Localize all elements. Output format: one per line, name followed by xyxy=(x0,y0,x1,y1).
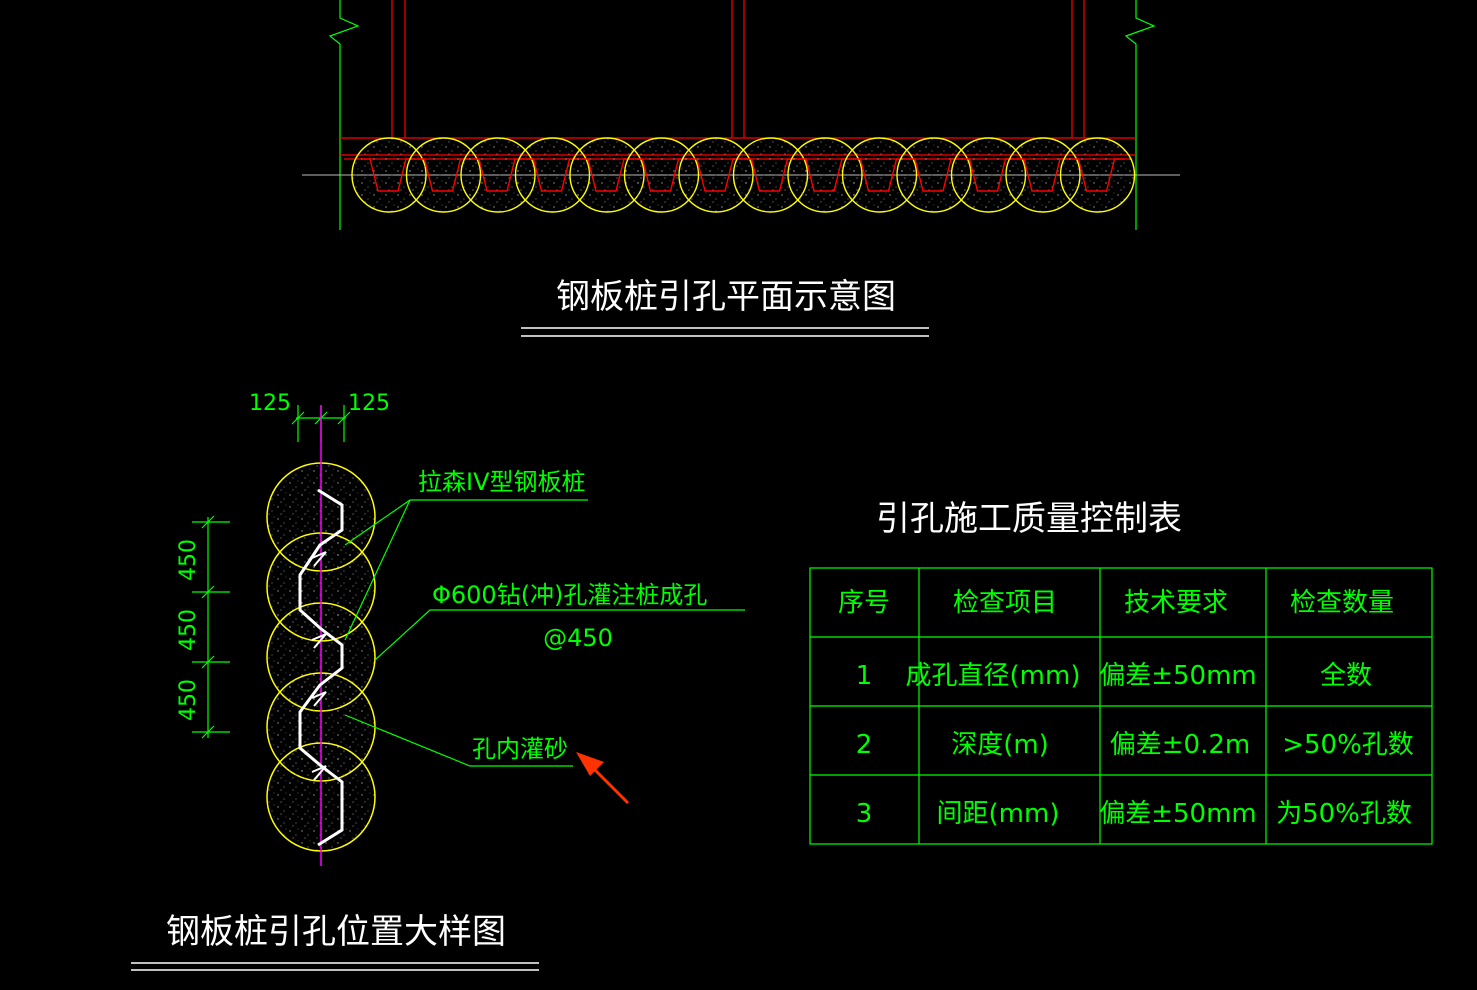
table-header-cell: 序号 xyxy=(838,588,890,618)
table-cell: 全数 xyxy=(1320,661,1372,691)
label-spacing: @450 xyxy=(543,624,613,652)
plan-sheet-pile xyxy=(580,158,634,192)
table-cell: 偏差±50mm xyxy=(1099,799,1257,829)
plan-sheet-pile xyxy=(1070,158,1125,192)
table-cell: 3 xyxy=(856,799,873,829)
table-header-cell: 检查数量 xyxy=(1290,588,1394,618)
plan-sheet-pile xyxy=(852,158,907,192)
plan-sheet-pile xyxy=(471,158,525,192)
table-cell: 间距(mm) xyxy=(937,799,1060,829)
dim-vertical-3: 450 xyxy=(176,679,201,721)
table-cell: 偏差±0.2m xyxy=(1110,730,1250,760)
vertical-dimension xyxy=(192,515,230,739)
plan-view: 钢板桩引孔平面示意图 xyxy=(302,0,1180,337)
sheet-pile-lock xyxy=(311,551,327,781)
plan-sheet-pile xyxy=(743,158,798,192)
red-arrow-icon xyxy=(576,752,630,805)
plan-sheet-pile xyxy=(689,158,743,192)
wall-lines xyxy=(340,0,1136,160)
break-line-right xyxy=(1124,0,1156,230)
table-cell: 2 xyxy=(856,730,873,760)
table-grid xyxy=(809,567,1433,845)
detail-title: 钢板桩引孔位置大样图 xyxy=(166,912,506,952)
detail-view: 125 125 450 450 450 xyxy=(131,391,745,971)
table-cell: 偏差±50mm xyxy=(1099,661,1257,691)
table-cell: 1 xyxy=(856,661,873,691)
table-header-cell: 检查项目 xyxy=(953,588,1057,618)
dim-vertical-1: 450 xyxy=(176,539,201,581)
dim-left-label: 125 xyxy=(249,391,291,416)
plan-hole-row xyxy=(351,137,1136,213)
plan-sheet-pile xyxy=(416,158,471,192)
label-sheet-pile: 拉森IV型钢板桩 xyxy=(418,468,586,496)
plan-sheet-pile xyxy=(362,158,416,192)
plan-sheet-pile xyxy=(525,158,580,192)
plan-sheet-pile xyxy=(798,158,852,192)
table-cell: >50%孔数 xyxy=(1282,730,1414,760)
plan-sheet-pile xyxy=(961,158,1016,192)
plan-title: 钢板桩引孔平面示意图 xyxy=(556,277,896,317)
plan-sheet-pile xyxy=(634,158,689,192)
label-bored-hole: Φ600钻(冲)孔灌注桩成孔 xyxy=(432,581,707,609)
table-cell: 为50%孔数 xyxy=(1276,799,1412,829)
dim-right-label: 125 xyxy=(348,391,390,416)
sheet-pile-profile xyxy=(298,488,344,847)
table-title: 引孔施工质量控制表 xyxy=(876,499,1182,539)
table-header-cell: 技术要求 xyxy=(1124,588,1228,618)
dim-vertical-2: 450 xyxy=(176,609,201,651)
plan-sheet-pile xyxy=(1016,158,1070,192)
plan-sheet-pile xyxy=(907,158,961,192)
quality-table: 引孔施工质量控制表 序号 检查项目 技术要求 检查数量 1 成孔直径(mm) 偏… xyxy=(809,499,1433,845)
table-cell: 成孔直径(mm) xyxy=(906,661,1081,691)
label-sand-fill: 孔内灌砂 xyxy=(472,735,568,763)
break-line-left xyxy=(328,0,360,230)
plan-hole xyxy=(1059,137,1136,213)
table-cell: 深度(m) xyxy=(951,730,1049,760)
leader-lines xyxy=(344,499,745,767)
